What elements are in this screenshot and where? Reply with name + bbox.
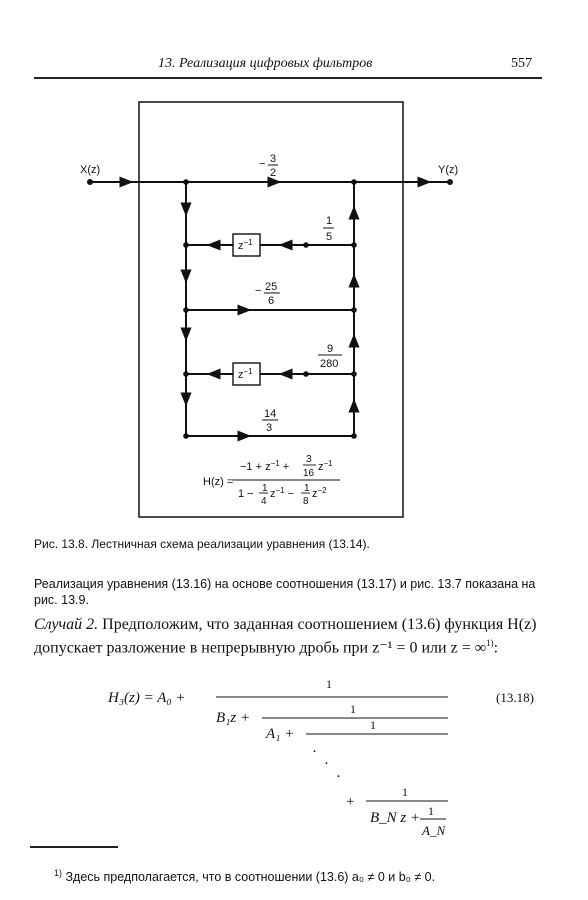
input-label: X(z) <box>80 164 100 176</box>
figure-caption: Рис. 13.8. Лестничная схема реализации у… <box>34 537 370 551</box>
svg-text:14: 14 <box>264 408 276 420</box>
svg-text:1: 1 <box>262 483 268 494</box>
svg-text:5: 5 <box>326 231 332 243</box>
svg-text:+: + <box>346 794 354 810</box>
svg-text:·: · <box>336 769 341 785</box>
svg-text:1: 1 <box>304 483 310 494</box>
running-header-title: 13. Реализация цифровых фильтров <box>158 56 373 71</box>
svg-text:−: − <box>259 158 265 170</box>
svg-text:6: 6 <box>268 295 274 307</box>
svg-text:z−2: z−2 <box>312 486 327 500</box>
svg-text:−: − <box>255 285 261 297</box>
svg-text:9: 9 <box>327 343 333 355</box>
svg-text:25: 25 <box>265 281 277 293</box>
delay-block-1 <box>232 233 261 257</box>
equation-number: (13.18) <box>496 690 534 705</box>
svg-text:1: 1 <box>428 804 434 818</box>
svg-text:z−1−: z−1− <box>270 486 294 500</box>
svg-text:3: 3 <box>270 153 276 165</box>
svg-text:·: · <box>312 744 317 760</box>
svg-text:2: 2 <box>270 167 276 179</box>
svg-text:1: 1 <box>326 215 332 227</box>
svg-text:H₃(z) = A₀ +: H₃(z) = A₀ + <box>107 690 185 706</box>
svg-text:z−1: z−1 <box>318 459 333 473</box>
svg-text:3: 3 <box>266 422 272 434</box>
svg-text:A₁ +: A₁ + <box>265 726 294 742</box>
figure-frame <box>138 101 404 518</box>
svg-text:·: · <box>324 756 329 772</box>
output-label: Y(z) <box>438 164 458 176</box>
svg-text:4: 4 <box>261 496 267 507</box>
svg-text:8: 8 <box>303 496 309 507</box>
footnote-rule <box>30 846 118 848</box>
svg-text:−1 + z−1+: −1 + z−1+ <box>240 459 289 473</box>
svg-text:1: 1 <box>350 702 356 716</box>
body-paragraph-2: Случай 2. Предположим, что заданная соот… <box>34 616 537 657</box>
svg-text:3: 3 <box>306 454 312 465</box>
svg-text:A_N: A_N <box>421 823 446 838</box>
svg-text:280: 280 <box>320 358 338 370</box>
svg-text:1 −: 1 − <box>238 488 254 500</box>
svg-text:z−1: z−1 <box>238 238 253 252</box>
svg-text:1: 1 <box>402 785 408 799</box>
svg-text:1: 1 <box>326 677 332 691</box>
footnote: 1) Здесь предполагается, что в соотношен… <box>54 868 436 885</box>
svg-text:1: 1 <box>370 718 376 732</box>
transfer-function-lhs: H(z) = <box>203 476 233 488</box>
ladder-diagram: X(z) Y(z) z−1 z−1 − 3 2 1 5 − 25 6 9 280… <box>80 101 458 518</box>
svg-text:B_N z +: B_N z + <box>370 810 420 826</box>
continued-fraction-equation: H₃(z) = A₀ + 1 B₁z + 1 A₁ + 1 · · · + 1 … <box>107 677 448 838</box>
svg-text:16: 16 <box>303 468 315 479</box>
output-node <box>447 179 453 185</box>
page-number: 557 <box>511 56 532 71</box>
input-node <box>87 179 93 185</box>
svg-text:z−1: z−1 <box>238 367 253 381</box>
body-paragraph-1: Реализация уравнения (13.16) на основе с… <box>34 577 536 607</box>
delay-block-2 <box>232 362 261 386</box>
svg-text:B₁z +: B₁z + <box>216 710 250 726</box>
header-rule <box>34 77 542 79</box>
